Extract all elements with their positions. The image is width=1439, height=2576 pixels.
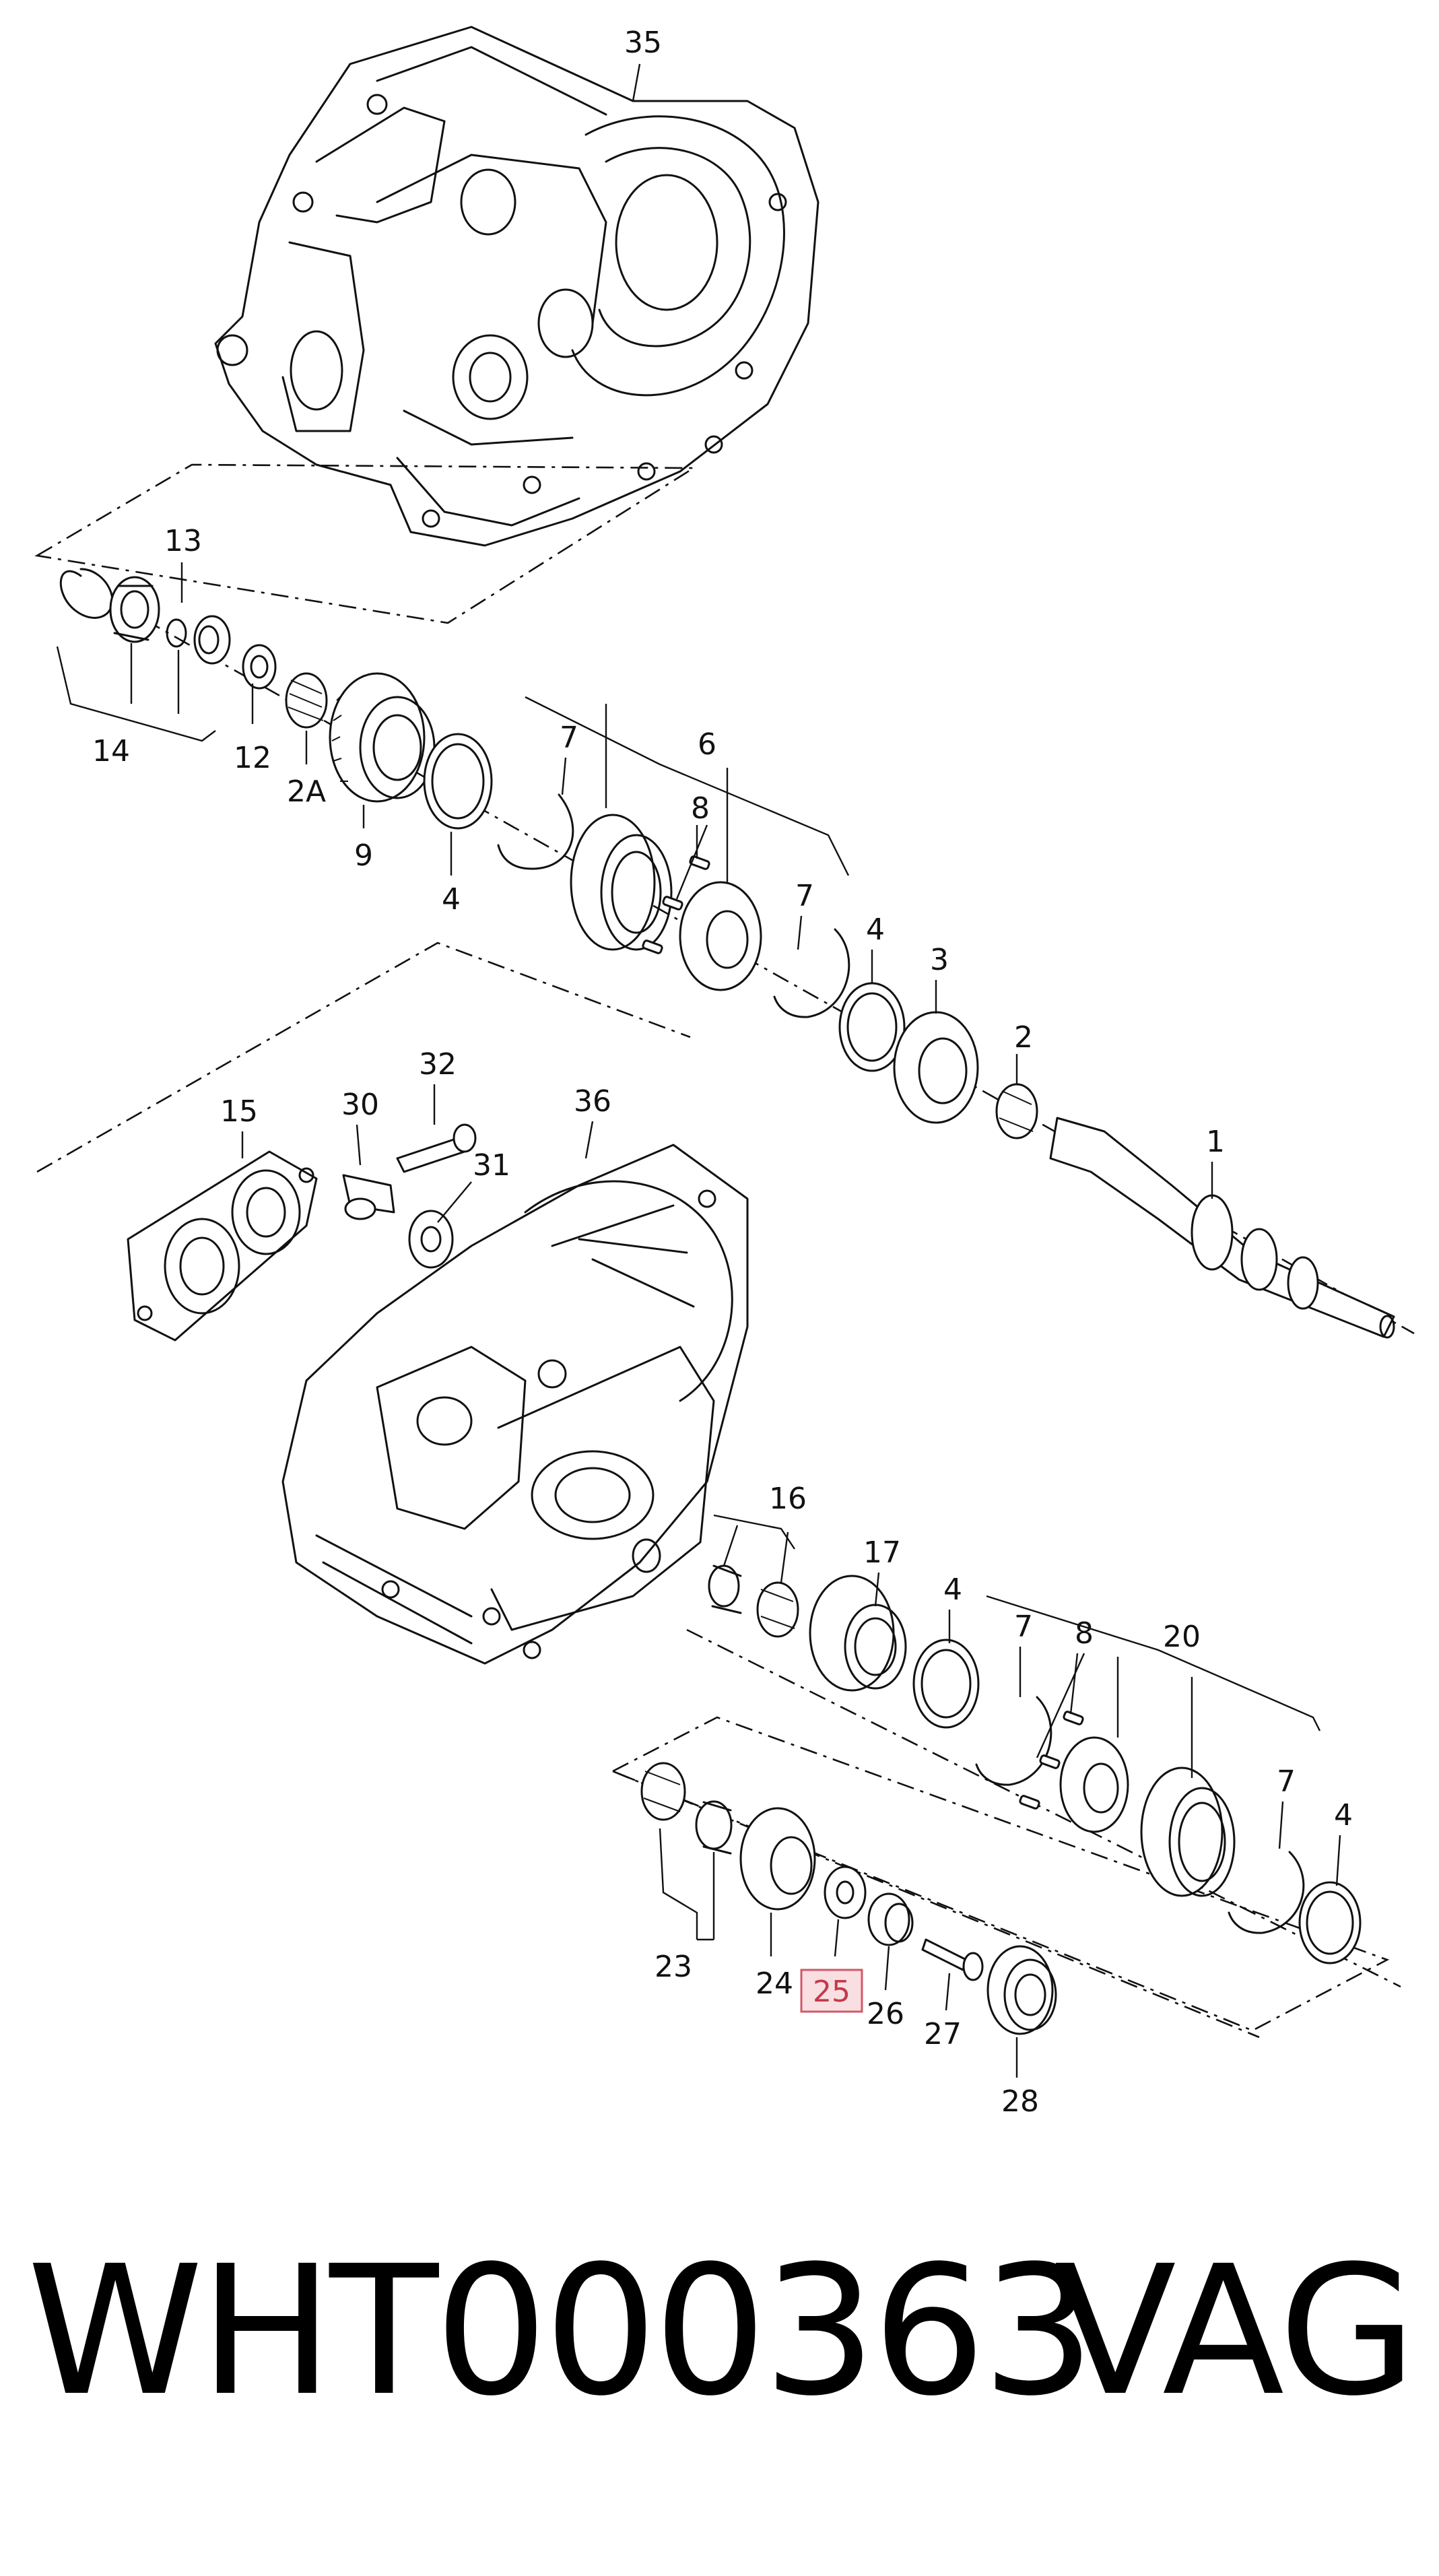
gearbox-housing-36 [281, 1144, 749, 1665]
callout-25: 25 [813, 1975, 850, 2009]
callout-35: 35 [624, 26, 662, 60]
needle-bearing-14 [109, 576, 160, 643]
synchro-ring-4a [423, 733, 493, 830]
synchro-ring-4d [1298, 1881, 1362, 1964]
callout-31: 31 [473, 1148, 510, 1183]
callout-8a: 8 [691, 791, 710, 826]
callout-7d: 7 [1277, 1764, 1296, 1799]
bolt-32 [396, 1123, 477, 1173]
callout-4c: 4 [943, 1573, 962, 1607]
gear-3 [893, 1011, 979, 1124]
callout-32: 32 [419, 1047, 457, 1082]
synchro-ring-4c [912, 1639, 980, 1729]
callout-25-highlight-box [800, 1969, 863, 2013]
bush-23 [695, 1800, 733, 1855]
callout-6: 6 [698, 727, 716, 762]
cover-15 [127, 1150, 318, 1342]
needle-bearing-2A [285, 672, 328, 729]
bush-16 [708, 1564, 742, 1614]
callout-7b: 7 [795, 879, 814, 913]
bush-13 [193, 615, 231, 665]
washer-25 [824, 1865, 867, 1919]
callout-23: 23 [655, 1950, 692, 1984]
sliding-sleeve-20 [1140, 1766, 1236, 1897]
gear-24 [739, 1807, 816, 1911]
synchro-ring-4b [838, 982, 906, 1072]
spring-7c [975, 1696, 1052, 1786]
gear-31 [408, 1210, 454, 1269]
synchro-hub-20 [1059, 1736, 1129, 1833]
callout-7c: 7 [1014, 1610, 1033, 1644]
callout-36: 36 [574, 1084, 611, 1119]
callout-9: 9 [354, 838, 373, 873]
callout-13: 13 [164, 524, 202, 558]
sliding-sleeve-6 [570, 814, 673, 951]
bolt-27 [921, 1938, 984, 1981]
callout-15: 15 [220, 1094, 258, 1129]
detent-keys-8b [1019, 1711, 1084, 1810]
callout-24: 24 [756, 1967, 793, 2001]
spring-7b [773, 928, 850, 1018]
input-shaft-1 [1049, 1117, 1395, 1339]
callout-2A: 2A [287, 774, 326, 809]
callout-12: 12 [234, 741, 271, 775]
callout-1: 1 [1206, 1125, 1225, 1159]
lever-30 [342, 1174, 395, 1220]
part-number: WHT000363 [27, 2228, 1096, 2435]
callout-27: 27 [924, 2017, 962, 2051]
callout-7a: 7 [560, 721, 578, 755]
callout-labels: 35 13 14 12 2A 9 4 7 6 8 7 4 3 2 1 15 30… [92, 26, 1353, 2119]
callout-28: 28 [1001, 2084, 1039, 2119]
gear-17 [809, 1575, 907, 1692]
brand-name: VAG [1054, 2228, 1417, 2435]
callout-3: 3 [930, 943, 949, 977]
spring-7a [497, 793, 574, 870]
bearing-28 [986, 1945, 1057, 2035]
gear-9 [329, 672, 436, 803]
callout-26: 26 [867, 1997, 904, 2031]
callout-14: 14 [92, 734, 130, 768]
detent-keys-8a [642, 855, 710, 954]
footer: WHT000363 VAG [27, 2228, 1417, 2445]
callout-30: 30 [341, 1088, 379, 1122]
callout-4b: 4 [866, 913, 885, 947]
group-frame-output-shaft [610, 1716, 1390, 2032]
needle-bearing-23 [640, 1762, 686, 1821]
synchro-hub-6 [679, 881, 762, 991]
axis-line-output-shaft [686, 1628, 1401, 1988]
ring-26 [867, 1892, 914, 1946]
callout-8b: 8 [1075, 1616, 1094, 1651]
gearbox-housing-35 [214, 26, 819, 547]
callout-4a: 4 [442, 882, 461, 917]
ring-13 [166, 618, 187, 648]
needle-bearing-2 [995, 1083, 1038, 1140]
callout-17: 17 [863, 1535, 901, 1570]
callout-25-highlight[interactable]: 25 [800, 1969, 863, 2013]
thrust-washer-12 [242, 644, 277, 690]
callout-2: 2 [1014, 1020, 1033, 1055]
spring-7d [1228, 1851, 1305, 1934]
group-frame-housing-36 [36, 942, 691, 1173]
callout-20: 20 [1163, 1620, 1201, 1654]
circlip-14 [59, 568, 114, 619]
needle-bearing-16 [756, 1581, 799, 1638]
callout-16: 16 [769, 1482, 807, 1516]
callout-4d: 4 [1334, 1798, 1353, 1832]
leader-lines [56, 63, 1341, 2078]
group-frame-input-shaft [34, 463, 697, 624]
